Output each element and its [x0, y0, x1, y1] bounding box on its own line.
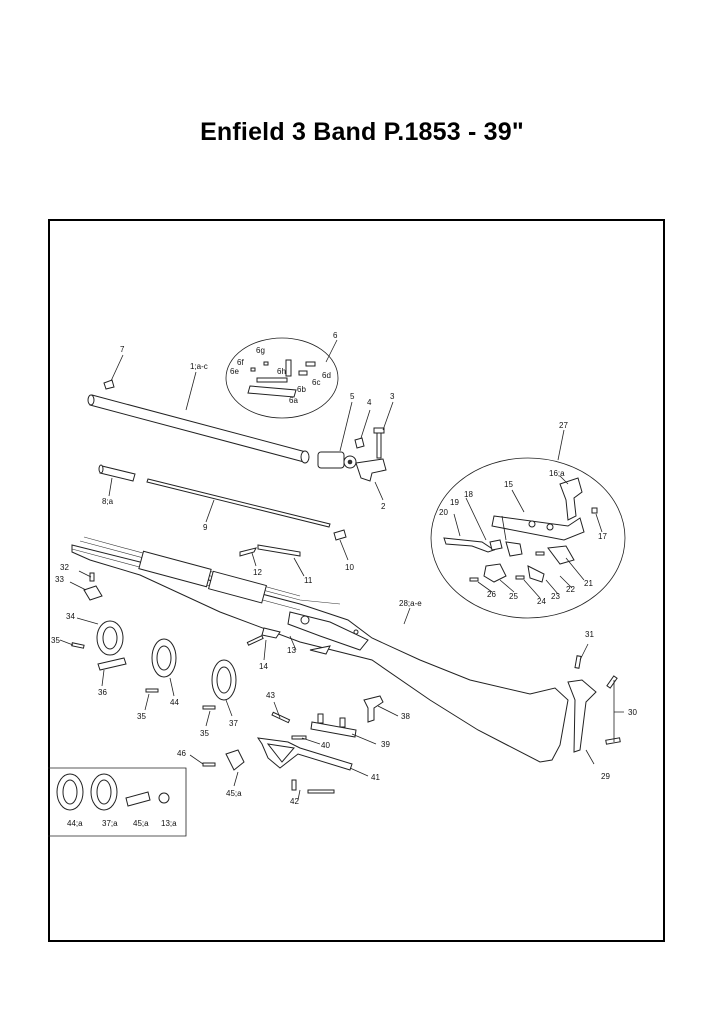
part-label: 6f [237, 358, 244, 367]
part-label: 44;a [67, 819, 83, 828]
butt-plate [567, 679, 597, 753]
part-label: 6 [333, 331, 338, 340]
part-label: 6b [297, 385, 306, 394]
part-label: 5 [350, 392, 355, 401]
page-title: Enfield 3 Band P.1853 - 39" [200, 118, 524, 146]
part-label: 13 [287, 646, 296, 655]
trigger [363, 695, 384, 723]
part-label: 31 [585, 630, 594, 639]
part-label: 4 [367, 398, 372, 407]
part-label: 36 [98, 688, 107, 697]
part-label: 22 [566, 585, 575, 594]
part-label: 2 [381, 502, 386, 511]
part-label: 6c [312, 378, 320, 387]
part-label: 35 [200, 729, 209, 738]
part-label: 6a [289, 396, 298, 405]
nipple-part [354, 437, 365, 449]
part-label: 32 [60, 563, 69, 572]
ramrod [98, 464, 331, 528]
part-label: 29 [601, 772, 610, 781]
stock [71, 536, 569, 763]
ramrod-spring [333, 529, 347, 541]
part-label: 6h [277, 367, 286, 376]
trigger-plate [310, 713, 357, 738]
rear-sight-inset [225, 337, 339, 419]
part-label: 20 [439, 508, 448, 517]
part-label: 35 [137, 712, 146, 721]
small-hardware [71, 544, 335, 794]
part-label: 9 [203, 523, 208, 532]
part-label: 12 [253, 568, 262, 577]
part-label: 16;a [549, 469, 565, 478]
part-label: 30 [628, 708, 637, 717]
part-label: 37 [229, 719, 238, 728]
part-label: 40 [321, 741, 330, 750]
tang-screw [373, 427, 385, 459]
part-label: 23 [551, 592, 560, 601]
part-label: 43 [266, 691, 275, 700]
part-label: 35 [51, 636, 60, 645]
spares-inset-box [48, 767, 187, 837]
part-label: 45;a [133, 819, 149, 828]
part-label: 14 [259, 662, 268, 671]
part-label: 6e [230, 367, 239, 376]
diagram-frame [48, 219, 665, 942]
part-label: 18 [464, 490, 473, 499]
barrel [87, 394, 310, 464]
part-label: 34 [66, 612, 75, 621]
part-label: 24 [537, 597, 546, 606]
part-label: 38 [401, 712, 410, 721]
part-label: 27 [559, 421, 568, 430]
part-label: 42 [290, 797, 299, 806]
part-label: 6d [322, 371, 331, 380]
leader-lines [59, 339, 624, 801]
breech-plug [317, 451, 357, 469]
part-label: 8;a [102, 497, 114, 506]
trigger-guard [256, 737, 353, 771]
part-label: 25 [509, 592, 518, 601]
part-label: 11 [304, 576, 313, 585]
barrel-bands [96, 620, 245, 771]
part-label: 39 [381, 740, 390, 749]
part-label: 45;a [226, 789, 242, 798]
lock-inset [430, 457, 626, 619]
part-label: 46 [177, 749, 186, 758]
part-label: 28;a-e [399, 599, 422, 608]
part-labels: 7 1;a-c 6 6g 6f 6e 6h 6d 6c 6b 6a 5 4 3 … [51, 331, 637, 828]
part-label: 17 [598, 532, 607, 541]
part-label: 21 [584, 579, 593, 588]
part-label: 26 [487, 590, 496, 599]
front-sight [103, 379, 115, 390]
part-label: 15 [504, 480, 513, 489]
part-label: 1;a-c [190, 362, 208, 371]
part-label: 7 [120, 345, 125, 354]
part-label: 33 [55, 575, 64, 584]
part-label: 10 [345, 563, 354, 572]
part-label: 41 [371, 773, 380, 782]
part-label: 37;a [102, 819, 118, 828]
part-label: 44 [170, 698, 179, 707]
part-label: 3 [390, 392, 395, 401]
part-label: 13;a [161, 819, 177, 828]
butt-screws [574, 655, 621, 745]
part-label: 19 [450, 498, 459, 507]
part-label: 6g [256, 346, 265, 355]
hammer-nose [355, 458, 387, 482]
